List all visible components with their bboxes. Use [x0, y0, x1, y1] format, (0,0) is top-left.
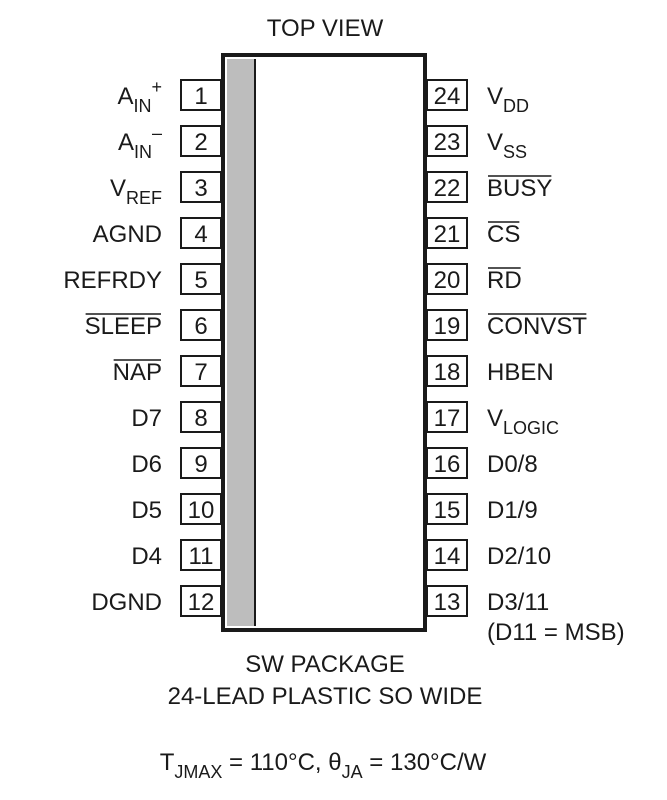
pin-number: 21: [434, 221, 461, 248]
pin-box: [180, 79, 222, 111]
pin-label: VSS: [487, 129, 527, 162]
pin-box: [426, 493, 468, 525]
pin-label: D7: [131, 405, 162, 432]
pin-label: REFRDY: [63, 267, 162, 294]
pin-number: 5: [194, 267, 207, 294]
pin-number: 4: [194, 221, 207, 248]
pin-label: CONVST: [487, 313, 587, 340]
pin-label: D5: [131, 497, 162, 524]
thermal-spec: TJMAX = 110°C, θJA = 130°C/W: [160, 749, 487, 782]
pin-label: CS: [487, 221, 520, 248]
pin-box: [180, 539, 222, 571]
pin-number: 18: [434, 359, 461, 386]
pin-label: D4: [131, 543, 162, 570]
pin1-indicator-stripe: [227, 59, 255, 626]
pin-label: D3/11: [487, 589, 549, 616]
pin-label: D1/9: [487, 497, 538, 524]
diagram-title: TOP VIEW: [267, 15, 384, 42]
pin-number: 15: [434, 497, 461, 524]
pin-number: 1: [194, 83, 207, 110]
pin-box: [180, 125, 222, 157]
pin-label: VLOGIC: [487, 405, 559, 438]
pin-label: AIN–: [118, 123, 162, 162]
pin13-note: (D11 = MSB): [487, 619, 625, 646]
pin-label: DGND: [91, 589, 162, 616]
pin-number: 3: [194, 175, 207, 202]
package-description: 24-LEAD PLASTIC SO WIDE: [168, 683, 483, 710]
pin-number: 13: [434, 589, 461, 616]
pin-number: 24: [434, 83, 461, 110]
pin-number: 2: [194, 129, 207, 156]
pin-box: [426, 125, 468, 157]
pin-box: [180, 493, 222, 525]
pin-box: [426, 539, 468, 571]
pin-box: [426, 171, 468, 203]
pin-box: [180, 171, 222, 203]
pin-box: [180, 585, 222, 617]
package-name: SW PACKAGE: [245, 651, 405, 678]
pin-number: 11: [189, 543, 214, 570]
pin-label: D6: [131, 451, 162, 478]
pin-box: [426, 217, 468, 249]
pin-box: [180, 217, 222, 249]
pin-label: NAP: [113, 359, 162, 386]
pin-label: HBEN: [487, 359, 554, 386]
pin-box: [180, 447, 222, 479]
pin-box: [426, 79, 468, 111]
pin-label: D2/10: [487, 543, 551, 570]
pin-number: 16: [434, 451, 461, 478]
pin-number: 9: [194, 451, 207, 478]
pin-number: 19: [434, 313, 461, 340]
pin-box: [426, 309, 468, 341]
pin-label: BUSY: [487, 175, 552, 202]
pin-number: 17: [434, 405, 461, 432]
pin-label: RD: [487, 267, 522, 294]
pin-box: [180, 355, 222, 387]
ic-body: [221, 53, 427, 632]
pin-number: 23: [434, 129, 461, 156]
pin-label: SLEEP: [85, 313, 162, 340]
pin-number: 20: [434, 267, 461, 294]
pin-label: AIN+: [117, 77, 162, 116]
pin-number: 12: [188, 589, 215, 616]
pin-box: [180, 263, 222, 295]
pin-box: [426, 401, 468, 433]
pin-box: [426, 447, 468, 479]
pin-number: 14: [434, 543, 461, 570]
pin-label: AGND: [93, 221, 162, 248]
pin-number: 6: [194, 313, 207, 340]
pin-number: 7: [194, 359, 207, 386]
pin-number: 10: [188, 497, 215, 524]
pin-box: [180, 309, 222, 341]
pin-box: [426, 355, 468, 387]
pin-label: D0/8: [487, 451, 538, 478]
pin-number: 22: [434, 175, 461, 202]
pin-box: [426, 263, 468, 295]
pin-box: [426, 585, 468, 617]
pin-number: 8: [194, 405, 207, 432]
pin-label: VREF: [110, 175, 162, 208]
pin-label: VDD: [487, 83, 529, 116]
pin-box: [180, 401, 222, 433]
